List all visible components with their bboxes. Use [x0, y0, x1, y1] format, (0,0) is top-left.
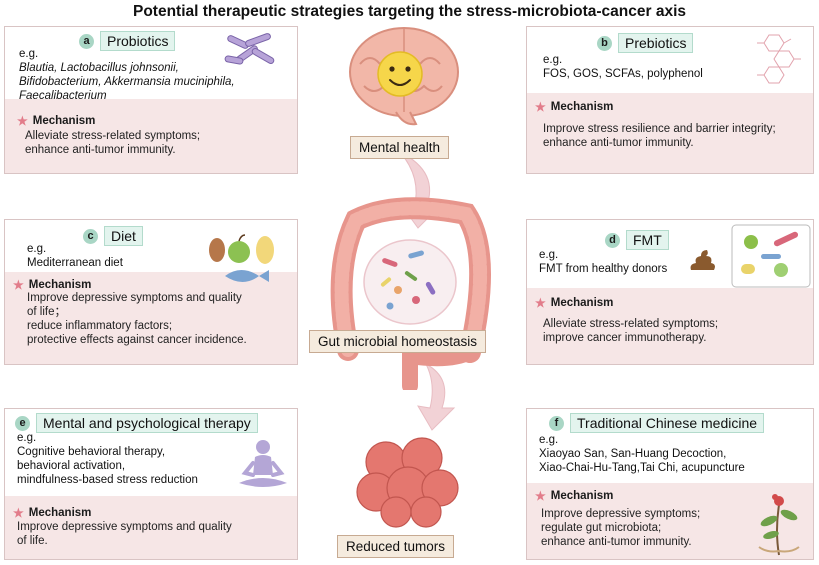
star-icon: ★	[535, 100, 546, 114]
badge-a: a	[79, 33, 94, 49]
mechanism-label: Mechanism	[28, 279, 92, 291]
example-line: mindfulness-based stress reduction	[17, 474, 198, 486]
star-icon: ★	[535, 296, 546, 310]
gut-intestine-icon	[330, 197, 492, 390]
panel-diet: c Diet e.g. Mediterranean diet ★ Mechani…	[4, 219, 298, 365]
mechanism-line: enhance anti-tumor immunity.	[25, 144, 176, 156]
mechanism-line: protective effects against cancer incide…	[27, 334, 247, 346]
badge-c: c	[83, 228, 98, 244]
eg-label: e.g.	[17, 432, 37, 444]
mechanism-line: enhance anti-tumor immunity.	[541, 536, 692, 548]
panel-title-fmt: FMT	[626, 230, 669, 250]
eg-label: e.g.	[19, 48, 39, 60]
mechanism-line: improve cancer immunotherapy.	[543, 332, 707, 344]
example-line: Blautia, Lactobacillus johnsonii,	[19, 62, 179, 74]
mechanism-label: Mechanism	[550, 490, 614, 502]
example-line: FMT from healthy donors	[539, 263, 668, 275]
mechanism-line: Improve depressive symptoms and quality	[27, 292, 242, 304]
panel-title-prebiotics: Prebiotics	[618, 33, 694, 53]
badge-d: d	[605, 232, 620, 248]
mechanism-label: Mechanism	[28, 507, 92, 519]
food-icon	[209, 234, 274, 282]
mechanism-label: Mechanism	[550, 297, 614, 309]
mechanism-line: Improve depressive symptoms;	[541, 508, 701, 520]
badge-f: f	[549, 415, 564, 431]
star-icon: ★	[17, 114, 28, 128]
example-line: Bifidobacterium, Akkermansia muciniphila…	[19, 76, 235, 88]
mechanism-label: Mechanism	[550, 101, 614, 113]
stool-icon	[690, 250, 715, 270]
label-mental-health: Mental health	[350, 136, 450, 159]
tumor-cluster-icon	[356, 437, 459, 528]
mechanism-line: enhance anti-tumor immunity.	[543, 137, 694, 149]
panel-traditional-chinese-medicine: f Traditional Chinese medicine e.g. Xiao…	[526, 408, 814, 560]
label-reduced-tumors: Reduced tumors	[337, 535, 455, 558]
badge-b: b	[597, 35, 612, 51]
eg-label: e.g.	[539, 434, 559, 446]
mechanism-line: Alleviate stress-related symptoms;	[543, 318, 719, 330]
bacteria-cluster-icon	[224, 33, 275, 65]
microbes-icon	[380, 250, 436, 310]
microbes-box-icon	[731, 224, 811, 288]
example-line: Mediterranean diet	[27, 257, 123, 269]
panel-fmt: d FMT e.g. FMT from healthy donors ★ Mec…	[526, 219, 814, 365]
eg-label: e.g.	[539, 249, 559, 261]
example-line: Cognitive behavioral therapy,	[17, 446, 166, 458]
label-gut-microbial-homeostasis: Gut microbial homeostasis	[309, 330, 487, 353]
flow-arrow-gut-to-tumors	[417, 362, 456, 431]
example-line: Xiao-Chai-Hu-Tang,Tai Chi, acupuncture	[539, 462, 745, 474]
star-icon: ★	[535, 489, 546, 503]
mechanism-line: of life；	[27, 306, 66, 318]
eg-label: e.g.	[543, 54, 563, 66]
eg-label: e.g.	[27, 243, 47, 255]
mechanism-line: reduce inflammatory factors;	[27, 320, 173, 332]
meditation-person-icon	[239, 440, 287, 487]
example-line: FOS, GOS, SCFAs, polyphenol	[543, 68, 703, 80]
badge-e: e	[15, 415, 30, 431]
panel-prebiotics: b Prebiotics e.g. FOS, GOS, SCFAs, polyp…	[526, 26, 814, 174]
herb-plant-icon	[758, 494, 800, 556]
star-icon: ★	[13, 506, 24, 520]
panel-probiotics: a Probiotics e.g. Blautia, Lactobacillus…	[4, 26, 298, 174]
brain-icon	[349, 27, 459, 126]
example-line: behavioral activation,	[17, 460, 126, 472]
star-icon: ★	[13, 278, 24, 292]
panel-title-diet: Diet	[104, 226, 143, 246]
molecule-structure-icon	[757, 34, 801, 84]
panel-title-traditional-chinese-medicine: Traditional Chinese medicine	[570, 413, 765, 433]
mechanism-label: Mechanism	[32, 115, 96, 127]
mechanism-line: of life.	[17, 535, 48, 547]
mechanism-line: Alleviate stress-related symptoms;	[25, 130, 201, 142]
mechanism-line: Improve stress resilience and barrier in…	[543, 123, 776, 135]
panel-title-psychological-therapy: Mental and psychological therapy	[36, 413, 258, 433]
figure-title: Potential therapeutic strategies targeti…	[132, 3, 686, 20]
panel-psychological-therapy: e Mental and psychological therapy e.g. …	[4, 408, 298, 560]
example-line: Xiaoyao San, San-Huang Decoction,	[539, 448, 727, 460]
mechanism-line: regulate gut microbiota;	[541, 522, 662, 534]
smiley-face-icon	[377, 51, 423, 97]
example-line: Faecalibacterium	[19, 90, 107, 102]
panel-title-probiotics: Probiotics	[100, 31, 176, 51]
mechanism-line: Improve depressive symptoms and quality	[17, 521, 232, 533]
